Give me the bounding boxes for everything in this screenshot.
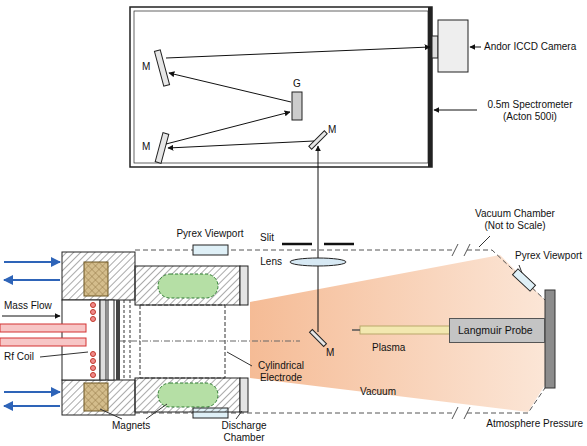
label-text: Atmosphere Pressure [486,418,583,430]
iccd-camera [438,20,468,72]
light-ray [166,112,290,144]
leader-line [40,352,88,357]
rf-lead [0,324,86,332]
spectrometer-inner-wall [134,11,428,163]
label-text: M [142,141,150,153]
magnet-block [84,262,108,296]
label-text: Pyrex Viewport [515,250,582,262]
slit-symbol [324,243,354,246]
coil-turn [91,310,96,315]
label-text: Slit [260,232,274,244]
mirror-symbol [155,133,169,164]
ring-magnet [158,383,218,407]
break-mark [452,244,458,256]
magnet-hatch [84,262,108,296]
mirror-symbol [310,330,327,347]
leader-line [100,409,122,419]
leader-line [236,411,242,419]
label-text: Rf Coil [4,351,34,363]
label-text: M [142,61,150,73]
callout-arrow [434,110,477,111]
grating-symbol [292,92,302,120]
coil-turn [91,373,96,378]
exit-plate [240,266,248,305]
label-text: Vacuum [360,386,396,398]
leader-line [146,404,167,419]
camera-stub [432,36,438,58]
back-flange [62,252,135,300]
coil-turn [91,366,96,371]
exit-plate [240,378,248,412]
slit-symbol [282,243,312,246]
label-text: Discharge Chamber [213,420,275,444]
light-ray [169,73,291,102]
discharge-chamber-wall [135,266,240,305]
discharge-chamber-wall [135,378,240,412]
coolant-line [4,261,60,263]
label-text: Pyrex Viewport [176,228,243,240]
viewport-window [512,269,535,291]
mass-flow-arrow [2,316,60,317]
label-text: Plasma [372,342,405,354]
label-text: M [328,124,336,136]
coolant-line [4,279,60,281]
gas-plate [108,300,114,380]
coil-turn [91,352,96,357]
break-mark [464,407,470,419]
back-flange [62,380,135,415]
plasma-plume [250,255,545,412]
leader-line [227,352,252,366]
probe-tip [352,329,360,331]
coolant-line [4,405,60,407]
rf-lead [0,338,86,346]
label-text: 0.5m Spectrometer (Acton 500i) [480,99,580,123]
coil-turn [91,359,96,364]
coolant-line [4,391,60,393]
node-text: Langmuir Probe [458,324,536,337]
label-text: Vacuum Chamber (Not to Scale) [470,208,560,232]
lens-symbol [290,258,346,266]
vacuum-chamber-outline [135,250,545,413]
label-text: Magnets [112,420,150,432]
light-ray [168,141,314,148]
probe-rod [360,326,452,334]
light-ray [318,146,319,332]
grid-line [124,300,125,380]
break-mark [464,244,470,256]
label-text: Lens [260,256,282,268]
probe-box: Langmuir Probe [449,318,545,343]
label-text: Andor ICCD Camera [484,41,576,53]
window-plate [100,300,106,380]
grid-line [130,300,131,380]
label-text: Mass Flow [4,300,52,312]
magnet-block [84,383,108,411]
viewport-window [193,245,228,255]
label-text: G [293,78,301,90]
axis-line [120,341,300,342]
rf-coil [91,303,96,378]
leader-line [519,265,522,273]
mirror-symbol [154,50,169,86]
label-text: Cylindrical Electrode [249,360,313,384]
spectrometer-housing [130,7,432,167]
label-text: M [326,347,334,359]
break-mark [452,407,458,419]
probe-flange [545,290,555,388]
spectrometer-wall [428,7,432,167]
magnet-hatch [84,383,108,411]
coil-turn [91,303,96,308]
light-ray [166,47,430,58]
leader-line [479,236,490,247]
callout-arrow [470,47,481,48]
coil-turn [91,317,96,322]
back-plate [116,300,120,380]
ring-magnet [158,274,218,298]
